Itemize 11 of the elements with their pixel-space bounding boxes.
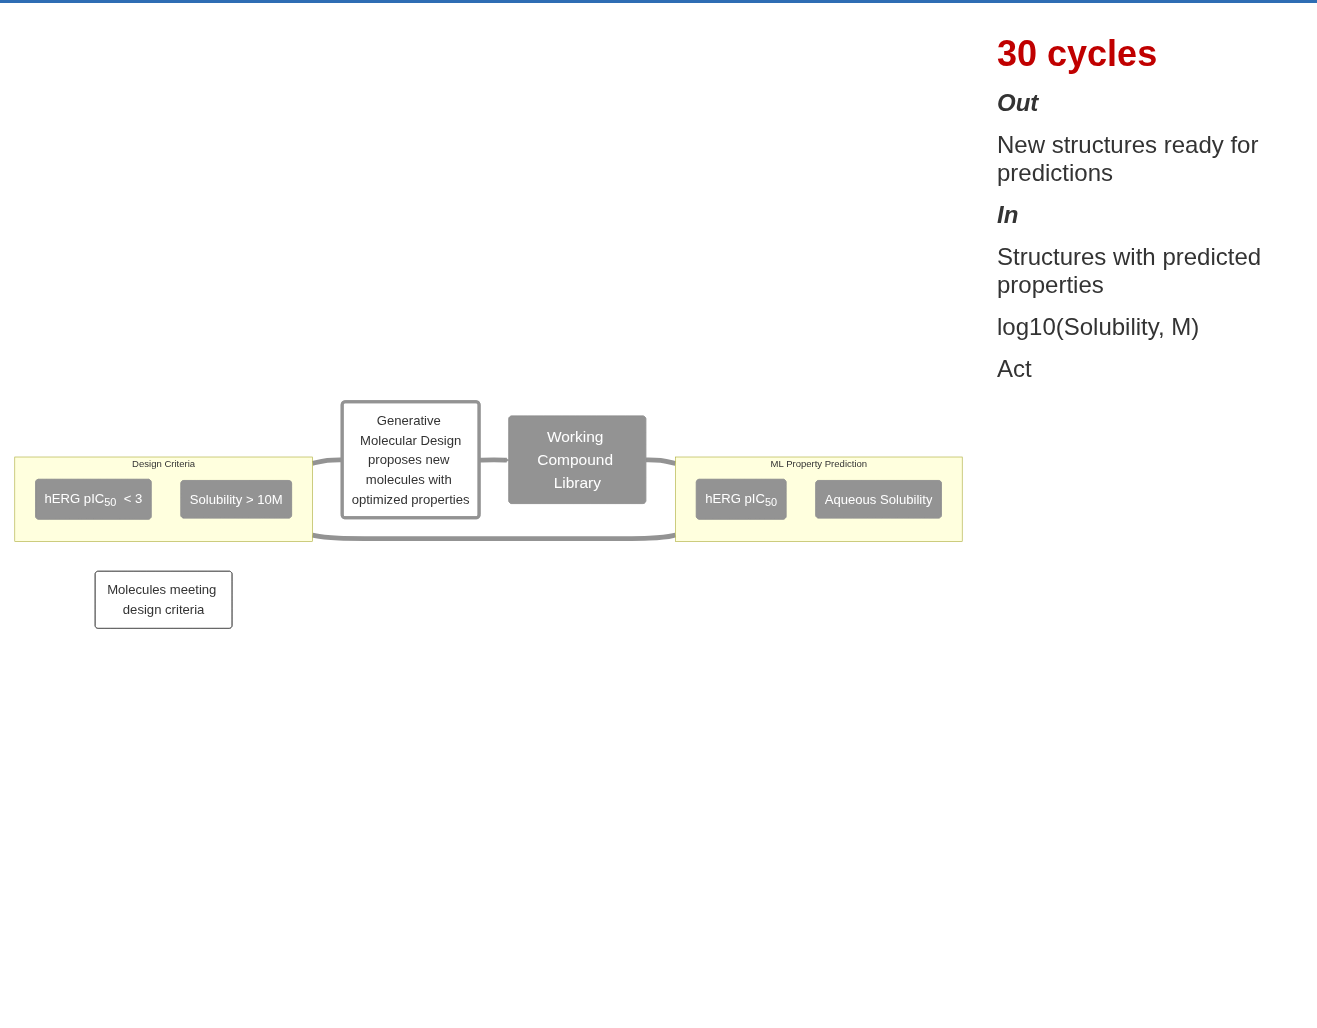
arrow — [479, 457, 510, 464]
connector — [645, 457, 677, 467]
edge-caption-heading: Out — [997, 89, 1040, 117]
connector — [311, 457, 343, 467]
connector — [311, 533, 677, 542]
cycle-count-label: 30 cycles — [997, 33, 1159, 75]
edge-caption: Structures with predicted properties — [997, 243, 1263, 299]
edge-caption: New structures ready for predictions — [997, 131, 1260, 187]
axis-title: log10(Solubility, M) — [997, 313, 1201, 341]
edge-caption-heading: In — [997, 201, 1020, 229]
axis-label: Act — [997, 355, 1033, 383]
